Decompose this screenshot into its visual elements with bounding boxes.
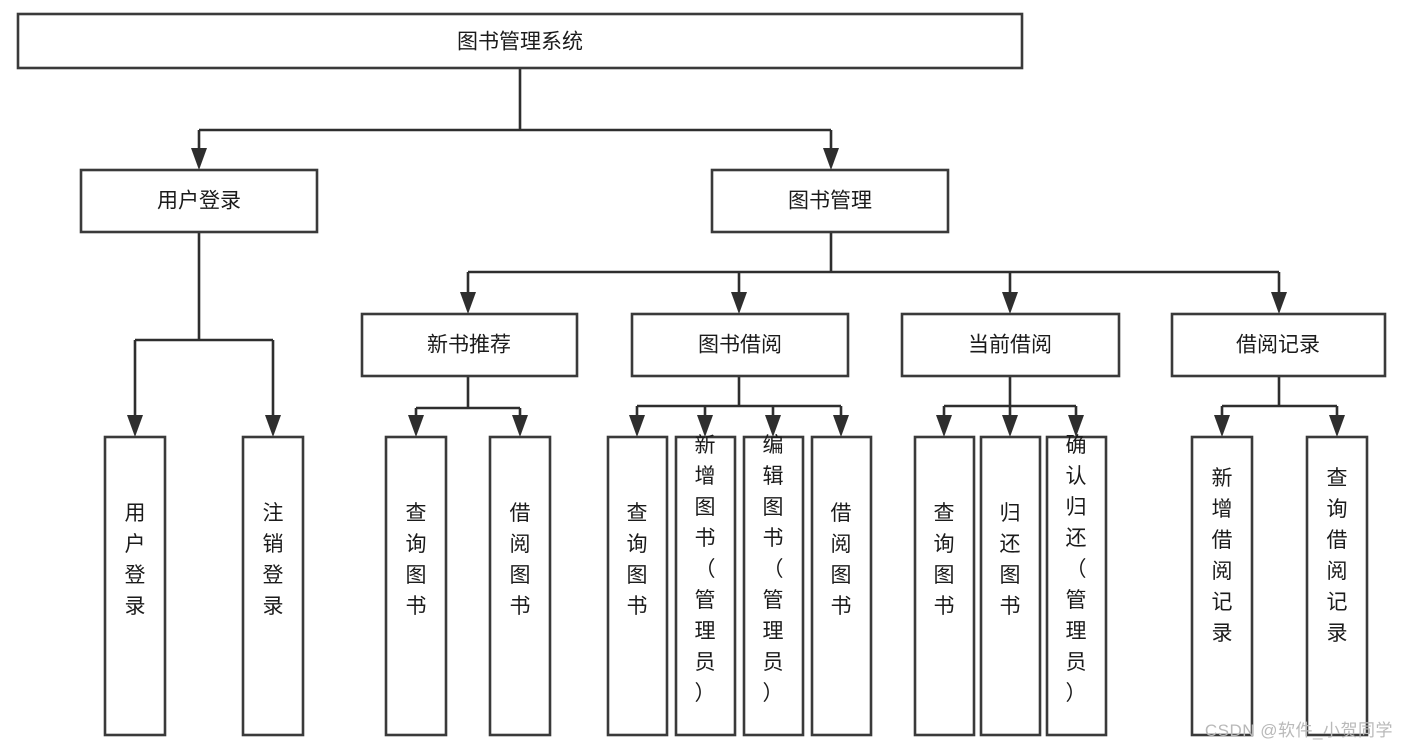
arrow-to-leaf-query-record <box>1329 415 1345 437</box>
leaf-user-login-label: 用户登录 <box>125 502 146 618</box>
connectors-userlogin-to-leaves <box>127 232 281 437</box>
leaf-return-book[interactable]: 归还图书 <box>979 435 1042 737</box>
leaf-edit-book-label: 编辑图书（管理员） <box>763 434 784 705</box>
arrow-to-leaf-query-book-1 <box>408 415 424 437</box>
node-user-login-label: 用户登录 <box>157 190 241 213</box>
leaf-confirm-return-label: 确认归还（管理员） <box>1066 434 1087 705</box>
leaf-borrow-book-1-box[interactable] <box>488 435 552 737</box>
leaf-return-book-label: 归还图书 <box>1000 502 1021 618</box>
leaf-user-login-box[interactable] <box>103 435 167 737</box>
node-book-borrow-box[interactable] <box>630 312 850 378</box>
node-root[interactable]: 图书管理系统 <box>16 12 1024 70</box>
connectors-borrowrecord-to-leaves <box>1214 376 1345 437</box>
node-borrow-record-box[interactable] <box>1170 312 1387 378</box>
leaf-query-book-2-label: 查询图书 <box>627 502 648 618</box>
leaf-borrow-book-2[interactable]: 借阅图书 <box>810 435 873 737</box>
connectors-root-to-level1 <box>191 68 839 170</box>
node-book-manage-box[interactable] <box>710 168 950 234</box>
leaf-user-logout[interactable]: 注销登录 <box>241 435 305 737</box>
arrow-to-leaf-user-login <box>127 415 143 437</box>
node-current-borrow[interactable]: 当前借阅 <box>900 312 1121 378</box>
leaf-add-book[interactable]: 新增图书（管理员） <box>674 434 737 737</box>
arrow-to-leaf-confirm-return <box>1068 415 1084 437</box>
arrow-to-book-manage <box>823 148 839 170</box>
leaf-add-record-label: 新增借阅记录 <box>1212 467 1233 645</box>
node-borrow-record[interactable]: 借阅记录 <box>1170 312 1387 378</box>
leaf-query-book-2[interactable]: 查询图书 <box>606 435 669 737</box>
node-borrow-record-label: 借阅记录 <box>1236 334 1320 357</box>
arrow-to-current-borrow <box>1002 292 1018 314</box>
leaf-borrow-book-1[interactable]: 借阅图书 <box>488 435 552 737</box>
arrow-to-leaf-query-book-3 <box>936 415 952 437</box>
leaf-user-logout-label: 注销登录 <box>263 502 284 618</box>
node-current-borrow-box[interactable] <box>900 312 1121 378</box>
leaf-query-book-3[interactable]: 查询图书 <box>913 435 976 737</box>
node-user-login[interactable]: 用户登录 <box>79 168 319 234</box>
arrow-to-leaf-add-book <box>697 415 713 437</box>
leaf-query-record-label: 查询借阅记录 <box>1327 467 1348 645</box>
arrow-to-leaf-borrow-book-1 <box>512 415 528 437</box>
leaf-return-book-box[interactable] <box>979 435 1042 737</box>
leaf-borrow-book-2-box[interactable] <box>810 435 873 737</box>
connectors-bookborrow-to-leaves <box>629 376 849 437</box>
arrow-to-leaf-edit-book <box>765 415 781 437</box>
leaf-confirm-return[interactable]: 确认归还（管理员） <box>1045 434 1108 737</box>
node-book-borrow[interactable]: 图书借阅 <box>630 312 850 378</box>
node-book-manage-label: 图书管理 <box>788 190 872 213</box>
arrow-to-user-login <box>191 148 207 170</box>
leaf-add-record[interactable]: 新增借阅记录 <box>1190 435 1254 737</box>
leaf-user-logout-box[interactable] <box>241 435 305 737</box>
node-new-book-recommend-label: 新书推荐 <box>427 334 511 357</box>
arrow-to-leaf-user-logout <box>265 415 281 437</box>
node-book-manage[interactable]: 图书管理 <box>710 168 950 234</box>
leaf-query-record-box[interactable] <box>1305 435 1369 737</box>
leaf-query-record[interactable]: 查询借阅记录 <box>1305 435 1369 737</box>
node-root-label: 图书管理系统 <box>457 31 583 54</box>
node-new-book-recommend[interactable]: 新书推荐 <box>360 312 579 378</box>
connectors-newbook-to-leaves <box>408 376 528 437</box>
arrow-to-borrow-record <box>1271 292 1287 314</box>
leaf-query-book-1-box[interactable] <box>384 435 448 737</box>
leaf-borrow-book-2-label: 借阅图书 <box>831 502 852 618</box>
leaf-confirm-return-box[interactable] <box>1045 435 1108 737</box>
connectors-bookmanage-to-level2 <box>460 232 1287 314</box>
node-book-borrow-label: 图书借阅 <box>698 334 782 357</box>
node-root-box[interactable] <box>16 12 1024 70</box>
arrow-to-leaf-query-book-2 <box>629 415 645 437</box>
leaf-borrow-book-1-label: 借阅图书 <box>510 502 531 618</box>
arrow-to-leaf-return-book <box>1002 415 1018 437</box>
watermark-text: CSDN @软件_小贺同学 <box>1204 721 1393 740</box>
leaf-query-book-1[interactable]: 查询图书 <box>384 435 448 737</box>
node-current-borrow-label: 当前借阅 <box>968 334 1052 357</box>
leaf-query-book-2-box[interactable] <box>606 435 669 737</box>
node-new-book-recommend-box[interactable] <box>360 312 579 378</box>
leaf-add-book-box[interactable] <box>674 435 737 737</box>
arrow-to-new-book <box>460 292 476 314</box>
leaf-add-book-label: 新增图书（管理员） <box>695 434 716 705</box>
leaf-add-record-box[interactable] <box>1190 435 1254 737</box>
arrow-to-leaf-borrow-book-2 <box>833 415 849 437</box>
leaf-edit-book-box[interactable] <box>742 435 805 737</box>
leaf-edit-book[interactable]: 编辑图书（管理员） <box>742 434 805 737</box>
leaf-query-book-3-label: 查询图书 <box>934 502 955 618</box>
arrow-to-book-borrow <box>731 292 747 314</box>
leaf-user-login[interactable]: 用户登录 <box>103 435 167 737</box>
node-user-login-box[interactable] <box>79 168 319 234</box>
arrow-to-leaf-add-record <box>1214 415 1230 437</box>
connectors-currentborrow-to-leaves <box>936 376 1084 437</box>
leaf-query-book-3-box[interactable] <box>913 435 976 737</box>
leaf-query-book-1-label: 查询图书 <box>406 502 427 618</box>
